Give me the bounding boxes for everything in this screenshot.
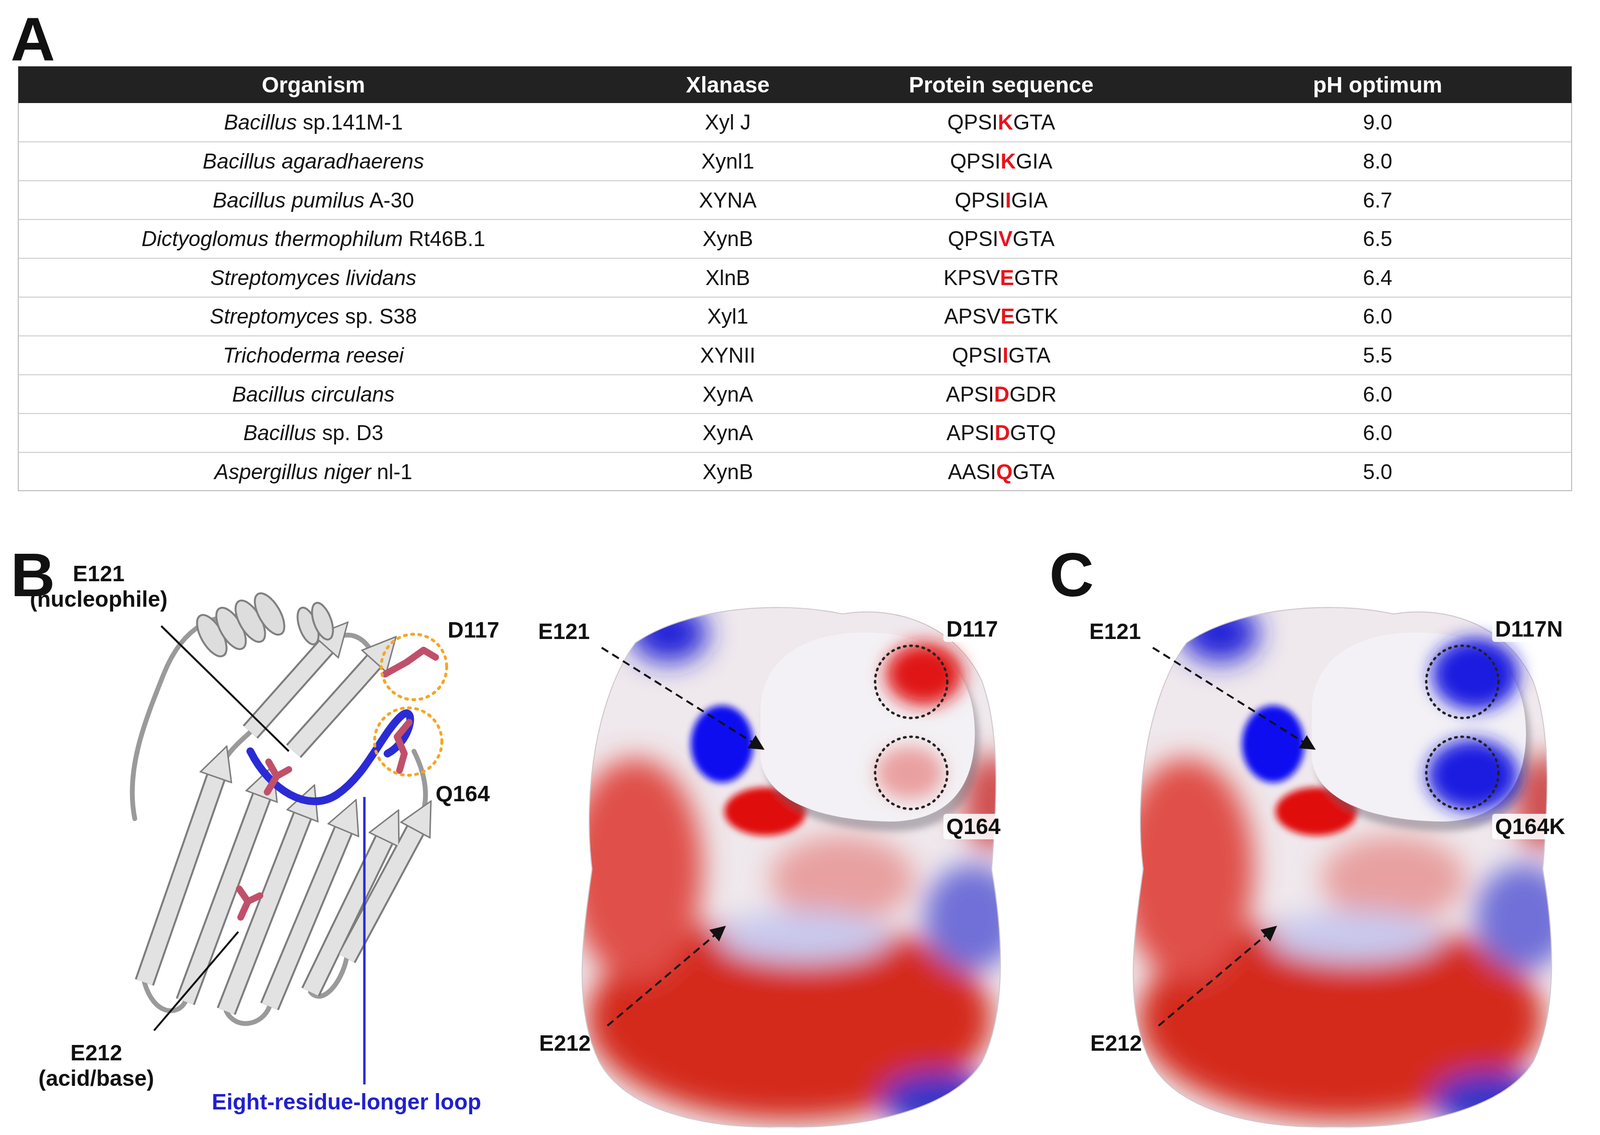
dashed-arrows [601, 647, 1315, 1026]
table-header: Organism [261, 72, 366, 98]
alpha-helix [191, 588, 338, 661]
longer-loop [250, 712, 411, 801]
leader-lines [154, 625, 289, 1031]
table-cell: XYNII [700, 343, 756, 368]
table-cell: 6.0 [1362, 304, 1393, 329]
species-italic: Bacillus agaradhaerens [202, 149, 425, 173]
table-cell: 5.0 [1362, 459, 1393, 484]
species-italic: Streptomyces [209, 304, 340, 328]
table-cell: APSIDGDR [945, 381, 1057, 407]
table-cell: 5.5 [1362, 343, 1393, 368]
ribbon-coils [132, 616, 426, 1023]
variable-residue: I [1005, 187, 1012, 212]
residue-label: Q164 [435, 780, 491, 807]
table-cell: 6.0 [1362, 381, 1393, 407]
table-cell: Streptomyces lividans [210, 265, 417, 290]
table-cell: 6.4 [1362, 265, 1393, 290]
highlight-circles [374, 633, 447, 775]
variable-residue: E [1000, 265, 1015, 289]
residue-label: E212 [539, 1030, 591, 1056]
variable-residue: D [993, 381, 1010, 406]
species-italic: Bacillus circulans [232, 381, 395, 406]
table-cell: QPSIIGIA [954, 187, 1048, 213]
electrostatic-surface [1119, 604, 1572, 1129]
residue-label: E212 [1090, 1030, 1142, 1056]
residue-label: E121 [538, 618, 590, 645]
variable-residue: Q [995, 459, 1013, 483]
species-italic: Bacillus [243, 420, 317, 445]
variable-residue: I [1002, 343, 1009, 367]
species-italic: Streptomyces lividans [210, 265, 417, 289]
table-cell: Bacillus pumilus A-30 [212, 187, 414, 213]
variable-residue: D [994, 420, 1011, 445]
residue-sticks [239, 649, 436, 917]
table-cell: Bacillus sp.141M-1 [223, 110, 403, 135]
residue-label: E121 (nucleophile) [29, 560, 168, 612]
loop-leader-line [363, 796, 366, 1084]
table-cell: 6.5 [1362, 226, 1393, 252]
table-header: pH optimum [1313, 72, 1443, 98]
residue-label: D117 [943, 616, 1001, 642]
table-cell: QPSIKGTA [947, 110, 1056, 135]
panel-letter: A [10, 3, 55, 75]
table-cell: Xyl1 [707, 304, 749, 329]
species-italic: Dictyoglomus thermophilum [141, 226, 403, 251]
table-cell: XynB [702, 226, 753, 252]
table-cell: XynA [702, 420, 753, 446]
table-cell: Bacillus circulans [232, 381, 395, 407]
table-cell: Bacillus sp. D3 [243, 420, 384, 446]
table-row-rules [18, 141, 1572, 453]
residue-label: E212 (acid/base) [38, 1039, 155, 1091]
species-italic: Aspergillus niger [214, 459, 372, 483]
residue-label: E121 [1089, 618, 1141, 645]
table-cell: 6.0 [1362, 420, 1393, 446]
table-cell: XynA [702, 381, 753, 407]
beta-strands [144, 645, 417, 1011]
variable-residue: K [997, 110, 1014, 134]
electrostatic-surface [567, 604, 1021, 1129]
table-cell: Xynl1 [701, 149, 755, 174]
loop-label: Eight-residue-longer loop [211, 1088, 482, 1115]
species-italic: Trichoderma reesei [222, 343, 404, 367]
residue-label: Q164 [943, 813, 1004, 839]
table-cell: XYNA [698, 187, 757, 213]
table-cell: APSIDGTQ [946, 420, 1056, 446]
table-cell: KPSVEGTR [943, 265, 1059, 290]
table-cell: Aspergillus niger nl-1 [214, 459, 413, 484]
panel-letter: C [1049, 539, 1094, 610]
table-cell: Streptomyces sp. S38 [209, 304, 417, 329]
table-cell: QPSIVGTA [947, 226, 1055, 252]
table-header: Protein sequence [908, 72, 1094, 98]
table-cell: 9.0 [1362, 110, 1393, 135]
species-italic: Bacillus pumilus [212, 187, 365, 212]
variable-residue: K [1000, 149, 1017, 173]
table-cell: 6.7 [1362, 187, 1393, 213]
variable-residue: V [998, 226, 1013, 251]
table-header: Xlanase [685, 72, 770, 98]
mutation-label: Q164K [1492, 813, 1569, 839]
mutation-label: D117N [1492, 616, 1566, 642]
table-cell: AASIQGTA [947, 459, 1055, 484]
mutation-circles [875, 645, 1499, 809]
table-cell: Trichoderma reesei [222, 343, 404, 368]
table-cell: 8.0 [1362, 149, 1393, 174]
residue-label: D117 [447, 617, 500, 643]
table-cell: QPSIKGIA [950, 149, 1053, 174]
table-cell: XlnB [705, 265, 751, 290]
table-cell: XynB [702, 459, 753, 484]
table-cell: Xyl J [704, 110, 751, 135]
table-header-band [18, 66, 1572, 104]
charge-patches [876, 637, 1519, 812]
table-cell: Dictyoglomus thermophilum Rt46B.1 [141, 226, 486, 252]
variable-residue: E [1000, 304, 1015, 328]
table-frame [18, 66, 1572, 491]
beta-strand-outlines [144, 645, 417, 1011]
table-cell: Bacillus agaradhaerens [202, 149, 425, 174]
species-italic: Bacillus [223, 110, 297, 134]
table-cell: APSVEGTK [943, 304, 1059, 329]
table-cell: QPSIIGTA [952, 343, 1051, 368]
